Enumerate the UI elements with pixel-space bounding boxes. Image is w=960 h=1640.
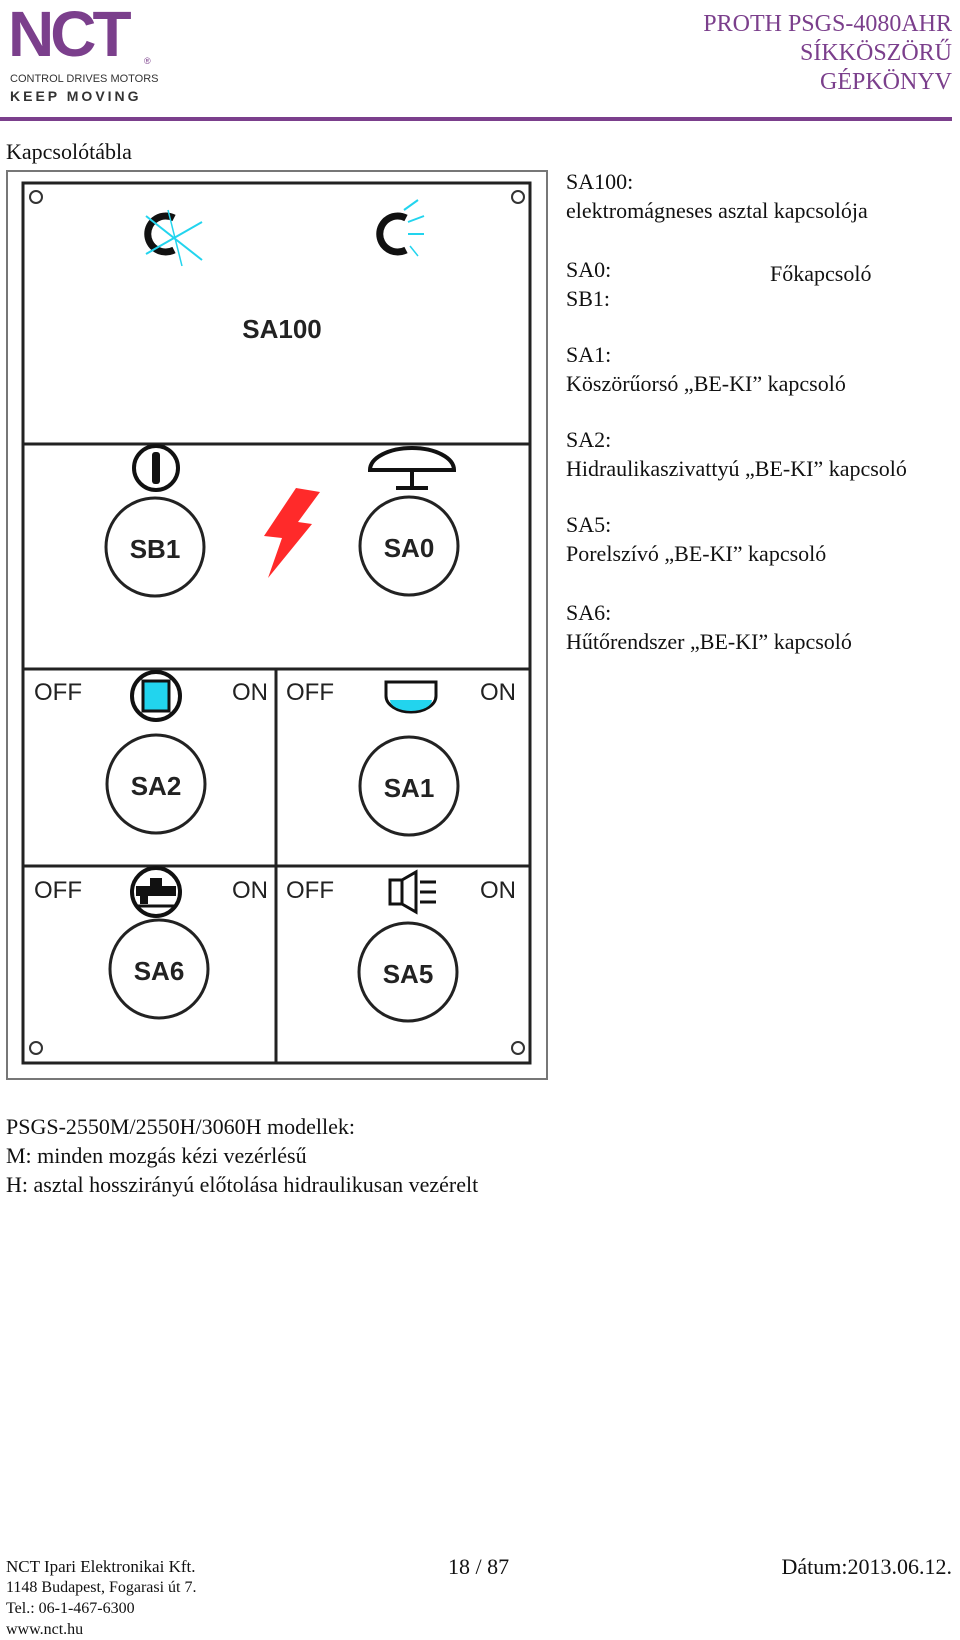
legend-main-switch: Főkapcsoló (770, 261, 872, 286)
legend-sa0-sb1: SA0: SB1: (566, 255, 956, 313)
legend-description: Porelszívó „BE-KI” kapcsoló (566, 541, 827, 566)
title-line-2: SÍKKÖSZÖRŰ (799, 40, 952, 66)
logo-wordmark: NCT (8, 0, 132, 70)
label-sa0: SA0 (384, 533, 435, 563)
logo-slogan: KEEP MOVING (10, 88, 142, 104)
label-off: OFF (34, 679, 82, 706)
legend-code: SA6: (566, 600, 612, 625)
label-off: OFF (286, 877, 334, 904)
title-line-3: GÉPKÖNYV (820, 69, 952, 95)
legend-description: Hidraulikaszivattyú „BE-KI” kapcsoló (566, 456, 907, 481)
legend-sa100: SA100: elektromágneses asztal kapcsolója (566, 167, 956, 225)
legend-sa2: SA2: Hidraulikaszivattyú „BE-KI” kapcsol… (566, 425, 956, 483)
label-sb1: SB1 (130, 534, 181, 564)
document-title: PROTH PSGS-4080AHR SÍKKÖSZÖRŰ GÉPKÖNYV (703, 10, 952, 97)
label-sa1: SA1 (384, 773, 435, 803)
legend-description: elektromágneses asztal kapcsolója (566, 198, 868, 223)
screw-hole (29, 190, 43, 204)
footer-address: 1148 Budapest, Fogarasi út 7. (6, 1579, 197, 1596)
label-on: ON (480, 679, 516, 706)
models-note: PSGS-2550M/2550H/3060H modellek: M: mind… (6, 1112, 478, 1199)
logo-tagline: CONTROL DRIVES MOTORS (10, 73, 159, 85)
label-off: OFF (286, 679, 334, 706)
legend-sa1: SA1: Köszörűorsó „BE-KI” kapcsoló (566, 340, 956, 398)
models-m-description: M: minden mozgás kézi vezérlésű (6, 1143, 307, 1168)
legend-code: SA0: (566, 257, 612, 282)
section-title: Kapcsolótábla (6, 139, 132, 164)
grinding-spindle-icon (384, 680, 438, 714)
legend-sa5: SA5: Porelszívó „BE-KI” kapcsoló (566, 510, 956, 568)
legend-code: SA1: (566, 342, 612, 367)
magnet-off-icon (144, 209, 203, 267)
nct-logo: NCT ® CONTROL DRIVES MOTORS KEEP MOVING (8, 2, 159, 106)
emergency-stop-icon (367, 446, 457, 490)
sa2-button: SA2 (105, 733, 207, 835)
hydraulic-pump-icon (130, 670, 182, 722)
legend-description: Hűtőrendszer „BE-KI” kapcsoló (566, 629, 852, 654)
label-sa100: SA100 (242, 314, 322, 344)
title-line-1: PROTH PSGS-4080AHR (703, 11, 952, 37)
switch-panel-diagram: SA100 SB1 SA0 OFF ON SA2 OFF ON SA1 (6, 170, 550, 1082)
legend-code: SA100: (566, 169, 634, 194)
label-sa5: SA5 (383, 959, 434, 989)
legend-sa6: SA6: Hűtőrendszer „BE-KI” kapcsoló (566, 598, 956, 656)
legend-code: SA2: (566, 427, 612, 452)
header-divider (0, 117, 952, 121)
footer-website: www.nct.hu (6, 1621, 84, 1638)
label-sa6: SA6 (134, 956, 185, 986)
footer-company-name: NCT Ipari Elektronikai Kft. (6, 1557, 196, 1576)
sa1-button: SA1 (358, 735, 460, 837)
label-sa2: SA2 (131, 771, 182, 801)
lightning-icon (264, 488, 320, 578)
screw-hole (511, 190, 525, 204)
sa5-button: SA5 (357, 921, 459, 1023)
footer-company-info: NCT Ipari Elektronikai Kft. 1148 Budapes… (6, 1556, 197, 1640)
logo-registered-mark: ® (144, 56, 151, 66)
label-on: ON (232, 679, 268, 706)
legend-code: SB1: (566, 286, 611, 311)
label-on: ON (480, 877, 516, 904)
legend-description: Köszörűorsó „BE-KI” kapcsoló (566, 371, 846, 396)
screw-hole (511, 1041, 525, 1055)
models-heading: PSGS-2550M/2550H/3060H modellek: (6, 1114, 355, 1139)
footer-phone: Tel.: 06-1-467-6300 (6, 1600, 135, 1617)
footer-date: Dátum:2013.06.12. (781, 1554, 953, 1579)
models-h-description: H: asztal hosszirányú előtolása hidrauli… (6, 1172, 479, 1197)
sb1-button: SB1 (104, 496, 206, 598)
legend-code: SA5: (566, 512, 612, 537)
sa6-button: SA6 (108, 918, 210, 1020)
label-on: ON (232, 877, 268, 904)
magnet-on-icon (376, 199, 425, 257)
coolant-tap-icon (130, 866, 182, 918)
label-off: OFF (34, 877, 82, 904)
footer-page-number: 18 / 87 (448, 1554, 510, 1579)
power-on-icon (132, 444, 180, 492)
screw-hole (29, 1041, 43, 1055)
dust-extractor-icon (388, 869, 436, 915)
sa0-button: SA0 (358, 495, 460, 597)
